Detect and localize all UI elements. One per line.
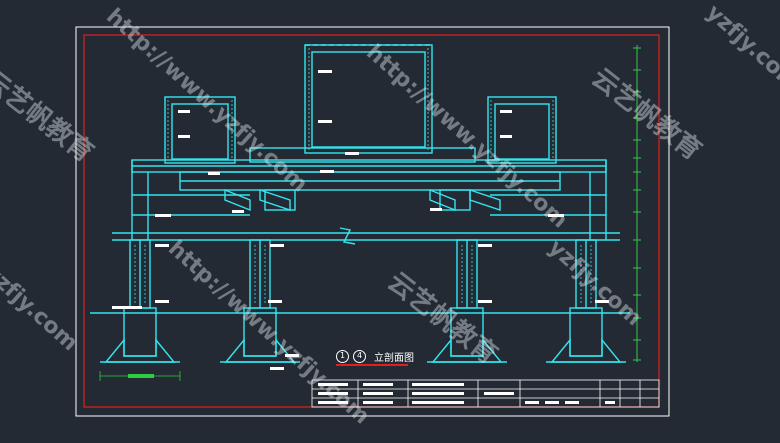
- section-marker-1: 1: [336, 349, 349, 363]
- section-marker-4: 4: [353, 349, 366, 363]
- reinforcement-marks: [134, 48, 592, 305]
- sheet-outer-frame: [75, 26, 670, 417]
- right-dimension-chain: [633, 45, 641, 362]
- drawing-caption: 1 4 立剖面图: [336, 347, 414, 365]
- annotation-tags: [112, 70, 609, 370]
- title-block: [311, 379, 660, 408]
- drawing-title: 立剖面图: [374, 352, 414, 364]
- frame-structure: [90, 44, 630, 363]
- bottom-dimension: [99, 371, 181, 381]
- caption-underline: [336, 364, 408, 366]
- title-block-fill: [318, 383, 615, 404]
